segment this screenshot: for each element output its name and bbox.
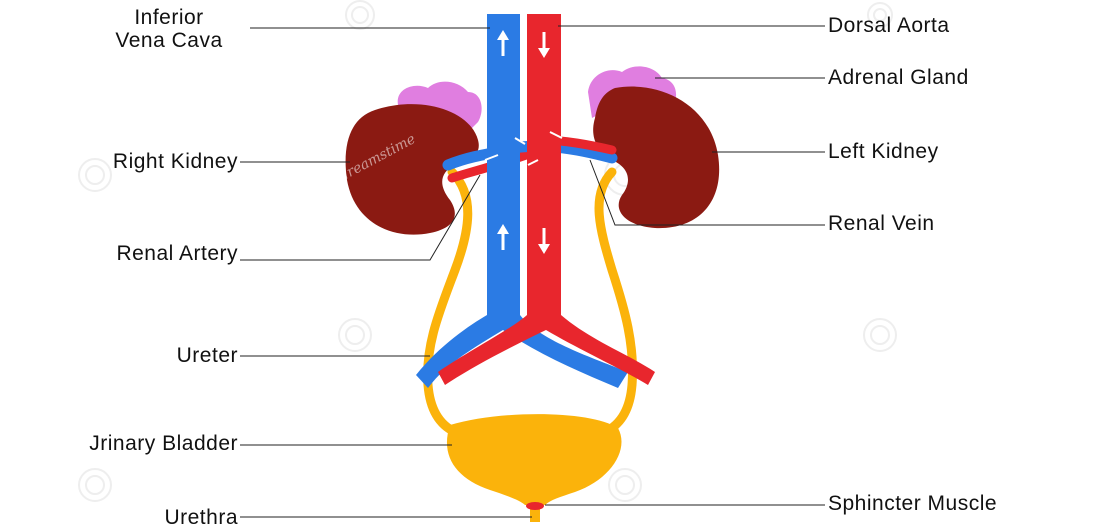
label-dorsal-aorta: Dorsal Aorta	[828, 14, 950, 37]
label-renal-artery: Renal Artery	[20, 242, 238, 265]
label-urinary-bladder: Jrinary Bladder	[0, 432, 238, 455]
urinary-bladder-shape	[447, 414, 622, 505]
label-right-kidney: Right Kidney	[20, 150, 238, 173]
label-renal-vein: Renal Vein	[828, 212, 935, 235]
label-sphincter-muscle: Sphincter Muscle	[828, 492, 997, 515]
label-adrenal-gland: Adrenal Gland	[828, 66, 969, 89]
label-left-kidney: Left Kidney	[828, 140, 939, 163]
label-urethra: Urethra	[20, 506, 238, 529]
label-ureter: Ureter	[20, 344, 238, 367]
label-inferior-vena-cava: Inferior Vena Cava	[94, 6, 244, 52]
sphincter-muscle-shape	[526, 502, 544, 510]
